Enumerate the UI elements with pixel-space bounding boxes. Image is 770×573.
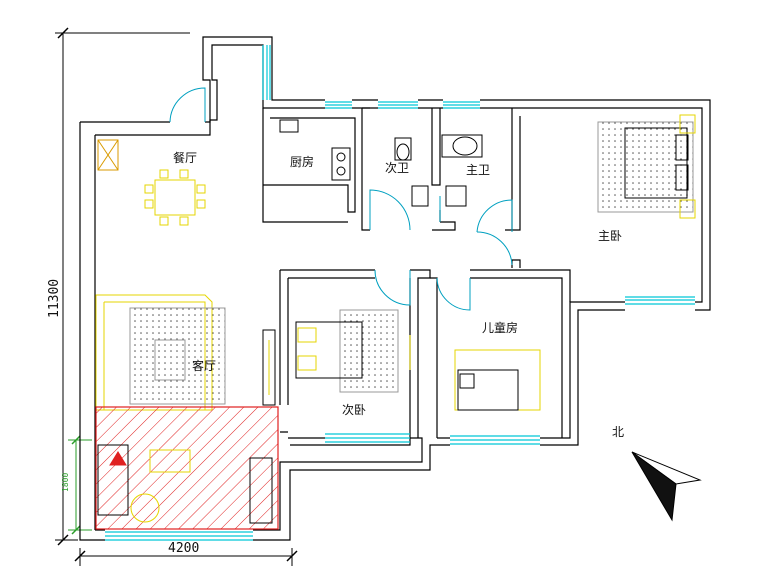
windows <box>105 45 695 541</box>
doors <box>169 87 513 311</box>
dimension-height-label: 11300 <box>47 279 62 318</box>
room-label-second-bedroom: 次卧 <box>342 403 366 417</box>
room-label-second-bath: 次卫 <box>385 161 409 175</box>
highlight-area <box>95 406 279 530</box>
dimension-vertical <box>55 27 190 546</box>
room-label-master-bath: 主卫 <box>466 163 490 177</box>
dimension-horizontal <box>74 548 298 566</box>
north-arrow-icon <box>631 451 702 522</box>
walls <box>79 36 711 541</box>
room-label-living: 客厅 <box>192 358 216 373</box>
furniture <box>95 114 696 411</box>
dimension-width-label: 4200 <box>168 541 199 556</box>
north-label: 北 <box>612 425 624 439</box>
room-label-kids-room: 儿童房 <box>482 320 518 335</box>
room-label-dining: 餐厅 <box>173 150 197 165</box>
room-label-kitchen: 厨房 <box>290 154 314 169</box>
room-label-master-bedroom: 主卧 <box>598 229 622 243</box>
dimension-highlight-label: 1800 <box>61 473 70 492</box>
